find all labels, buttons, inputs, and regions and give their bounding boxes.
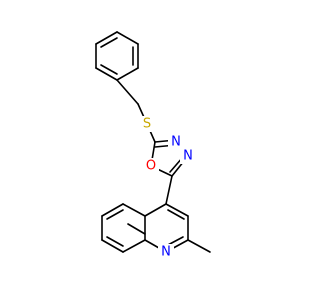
- bond: [122, 239, 146, 253]
- bond: [122, 203, 146, 217]
- oxadiazole-nitrogen-top: N: [168, 134, 184, 150]
- atom-label-layer: S O N N N: [139, 116, 196, 260]
- bond: [106, 236, 124, 247]
- bond: [116, 67, 139, 81]
- bond: [167, 209, 185, 220]
- nitrogen-label: N: [161, 245, 171, 260]
- bond: [165, 203, 189, 217]
- bond: [95, 31, 118, 45]
- sulfur-label: S: [143, 117, 151, 132]
- bond: [144, 203, 167, 217]
- nitrogen-label: N: [183, 149, 193, 164]
- oxygen-atom: O: [143, 158, 159, 174]
- bond: [95, 67, 118, 81]
- bond: [101, 239, 124, 253]
- bond: [116, 31, 139, 45]
- oxadiazole-nitrogen-right: N: [180, 148, 196, 164]
- bond: [100, 64, 118, 75]
- bond: [187, 239, 211, 253]
- bond: [127, 223, 146, 235]
- bond: [100, 37, 118, 48]
- oxygen-label: O: [146, 159, 156, 174]
- quinoline-nitrogen: N: [158, 244, 174, 260]
- bond: [165, 175, 173, 205]
- bond: [106, 209, 124, 220]
- structure-diagram: S O N N N: [95, 31, 211, 260]
- nitrogen-label: N: [171, 135, 181, 150]
- bond: [116, 79, 139, 105]
- bond: [101, 203, 124, 217]
- bond-layer: [95, 31, 211, 253]
- sulfur-atom: S: [139, 116, 155, 132]
